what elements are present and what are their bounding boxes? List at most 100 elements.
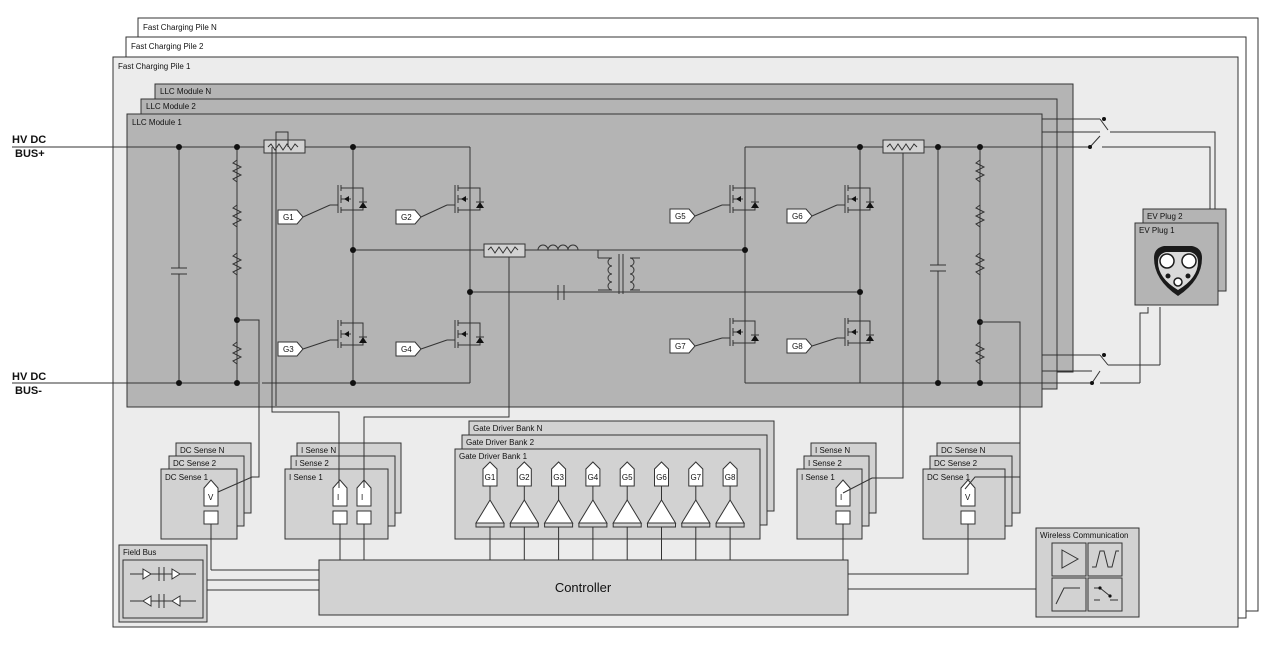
current-symbol-c: I [840,493,842,502]
gate-label-g8: G8 [792,342,803,351]
wireless-communication: Wireless Communication [1035,527,1140,618]
gate-driver-g6: G6 [646,461,677,528]
gate-label-g3: G3 [283,345,294,354]
gate-driver-label: G6 [656,473,667,482]
gate-driver-g1: G1 [475,461,505,528]
driver-amplifier-icon [543,499,574,524]
gate-tag-g8: G8 [786,337,838,354]
dc-sense-left-1: DC Sense 1 [165,473,209,482]
output-contactors [1042,117,1216,385]
dc-sense-right-2: DC Sense 2 [934,459,978,468]
ev-plug-2-label: EV Plug 2 [1147,212,1183,221]
gate-driver-bank-n: Gate Driver Bank N [473,424,543,433]
gate-driver-g2: G2 [509,461,540,528]
mosfet-g3 [330,320,367,348]
voltage-symbol-right: V [965,493,971,502]
driver-amplifier-icon [509,499,540,524]
llc-module-n-label: LLC Module N [160,87,211,96]
driver-amplifier-icon [715,499,745,524]
current-symbol-a: I [337,493,339,502]
dc-sense-right-1: DC Sense 1 [927,473,971,482]
gate-label-g4: G4 [401,345,412,354]
ev-plug-1-label: EV Plug 1 [1139,226,1175,235]
gate-driver-label: G5 [622,473,633,482]
gate-label-g7: G7 [675,342,686,351]
llc-module-1-label: LLC Module 1 [132,118,182,127]
mosfet-g6 [837,185,874,213]
mosfet-g5 [722,185,759,213]
mosfet-g4 [447,320,484,348]
driver-amplifier-icon [475,499,505,524]
mosfet-g8 [837,318,874,346]
i-sense-right-1: I Sense 1 [801,473,835,482]
pile-2-label: Fast Charging Pile 2 [131,42,204,51]
llc-module-2-label: LLC Module 2 [146,102,196,111]
gate-driver-label: G1 [485,473,496,482]
i-sense-left-n: I Sense N [301,446,336,455]
i-sense-left-stack: I Sense N I Sense 2 I Sense 1 I I [284,442,402,540]
field-bus-label: Field Bus [123,548,156,557]
gate-driver-g7: G7 [680,461,711,528]
i-sense-left-1: I Sense 1 [289,473,323,482]
gate-driver-g5: G5 [612,461,643,528]
signal-wiring [205,131,1036,591]
gate-label-g6: G6 [792,212,803,221]
controller-label: Controller [555,580,612,595]
gate-tag-g3: G3 [277,339,331,357]
hv-dc-bus-positive: HV DC BUS+ [12,134,264,160]
isolator-icon [130,567,196,608]
bus-neg-line2: BUS- [15,385,42,397]
gate-driver-g8: G8 [715,461,745,528]
gate-driver-bank-1: Gate Driver Bank 1 [459,452,528,461]
primary-bridge: G1 G2 G3 G4 [171,139,860,386]
bus-pos-line2: BUS+ [15,148,45,160]
gate-driver-label: G2 [519,473,530,482]
i-sense-right-stack: I Sense N I Sense 2 I Sense 1 I [796,442,877,540]
dc-sense-left-stack: DC Sense N DC Sense 2 DC Sense 1 V [160,442,252,540]
controller: Controller [318,559,849,616]
gate-driver-g3: G3 [543,461,574,528]
gate-tag-g6: G6 [786,204,838,224]
gate-tag-g1: G1 [277,204,331,225]
secondary-bridge: G5 G6 G7 G8 [669,139,1042,386]
pile-n-label: Fast Charging Pile N [143,23,217,32]
pile-1-label: Fast Charging Pile 1 [118,62,191,71]
gate-driver-label: G3 [553,473,564,482]
mosfet-g2 [447,185,484,213]
gate-driver-row: G1 G2 G3 G4 G5 G6 G7 G8 [475,461,745,528]
dc-sense-left-2: DC Sense 2 [173,459,217,468]
hv-dc-bus-negative: HV DC BUS- [12,371,258,397]
gate-label-g5: G5 [675,212,686,221]
wireless-label: Wireless Communication [1040,531,1128,540]
gate-label-g1: G1 [283,213,294,222]
gate-driver-label: G4 [588,473,599,482]
driver-amplifier-icon [578,499,608,524]
voltage-symbol: V [208,493,214,502]
gate-tag-g5: G5 [669,204,723,224]
i-sense-left-2: I Sense 2 [295,459,329,468]
ev-plug-1: EV Plug 1 [1134,222,1219,306]
field-bus: Field Bus [118,544,208,623]
mosfet-g7 [722,318,759,346]
gate-label-g2: G2 [401,213,412,222]
gate-tag-g4: G4 [395,339,448,357]
i-sense-right-n: I Sense N [815,446,850,455]
gate-driver-bank-stack: Gate Driver Bank N Gate Driver Bank 2 Ga… [454,420,775,540]
mosfet-g1 [330,184,367,214]
driver-amplifier-icon [646,499,677,524]
resonant-tank [483,243,640,300]
driver-amplifier-icon [612,499,643,524]
bus-pos-line1: HV DC [12,134,46,146]
ev-connector-icon [1154,246,1202,296]
gate-driver-label: G8 [725,473,736,482]
llc-module-1: LLC Module 1 [126,113,1043,408]
gate-driver-bank-2: Gate Driver Bank 2 [466,438,535,447]
dc-sense-left-n: DC Sense N [180,446,225,455]
gate-tag-g2: G2 [395,204,448,225]
i-sense-right-2: I Sense 2 [808,459,842,468]
gate-tag-g7: G7 [669,337,723,354]
current-symbol-b: I [361,493,363,502]
dc-sense-right-n: DC Sense N [941,446,986,455]
gate-driver-label: G7 [690,473,701,482]
